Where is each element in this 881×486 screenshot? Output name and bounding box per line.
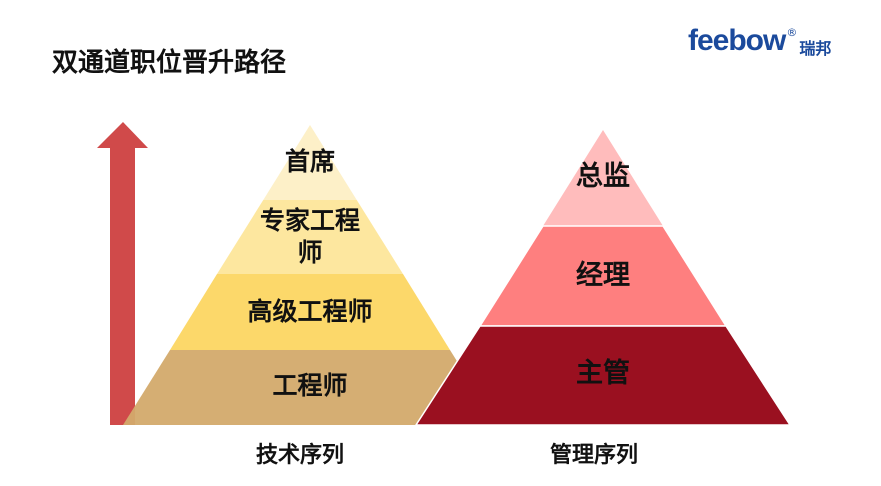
tech-level-3 xyxy=(170,274,450,350)
tech-level-label: 专家工程 师 xyxy=(260,205,360,269)
feebow-logo: feebow ® 瑞邦 xyxy=(688,26,831,59)
mgmt-level-label: 总监 xyxy=(576,161,630,192)
mgmt-level-label: 经理 xyxy=(576,260,630,291)
registered-mark: ® xyxy=(786,26,798,39)
logo-text-cn: 瑞邦 xyxy=(799,39,832,58)
tech-track-caption: 技术序列 xyxy=(255,443,345,468)
tech-level-4 xyxy=(123,350,497,425)
tech-level-label: 工程师 xyxy=(272,371,348,400)
mgmt-level-1 xyxy=(543,130,663,226)
mgmt-level-3 xyxy=(414,325,792,426)
up-arrow-icon xyxy=(97,122,148,425)
mgmt-level-label: 主管 xyxy=(576,358,630,389)
tech-level-label-line2: 师 xyxy=(297,238,323,267)
tech-level-2 xyxy=(217,200,403,274)
mgmt-track-caption: 管理序列 xyxy=(549,443,639,468)
tech-level-label-line1: 专家工程 xyxy=(259,206,361,235)
tech-level-1 xyxy=(263,125,357,200)
tech-level-label: 首席 xyxy=(284,147,336,176)
logo-text: feebow xyxy=(688,24,786,57)
tech-level-label: 高级工程师 xyxy=(247,297,373,326)
page-title: 双通道职位晋升路径 xyxy=(52,48,287,78)
